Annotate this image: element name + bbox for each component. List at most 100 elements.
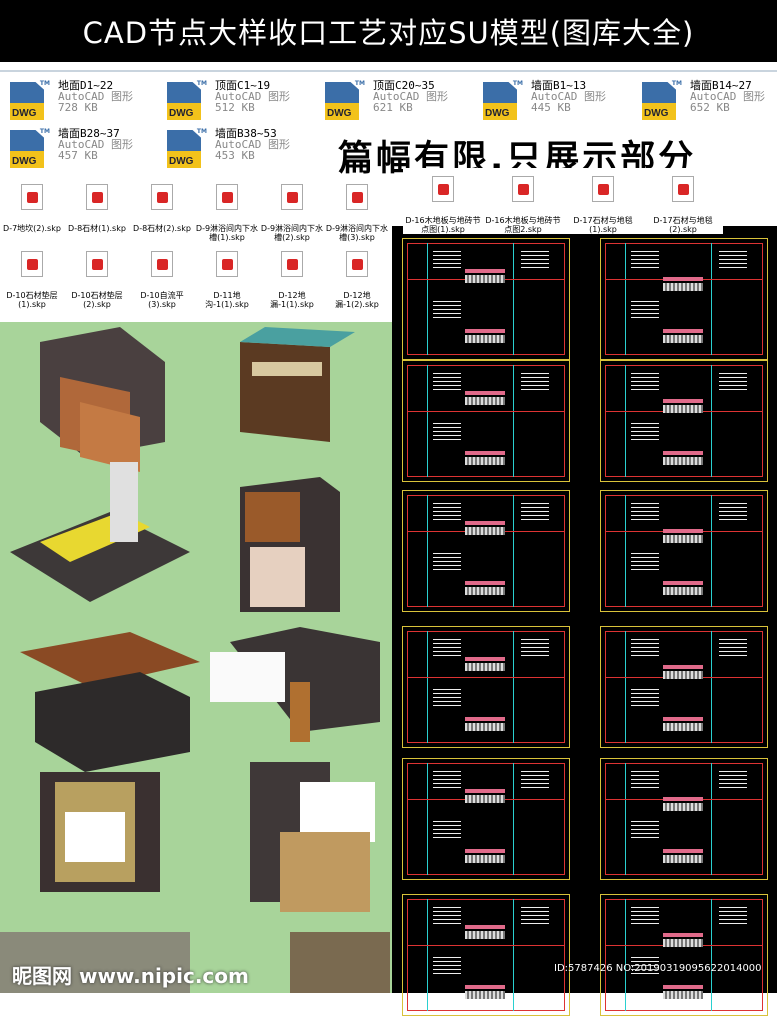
sketchup-file-icon xyxy=(592,176,614,202)
cad-drawing-sheet xyxy=(600,238,768,360)
skp-file-item[interactable]: D-12地漏-1(2).skp xyxy=(325,243,389,309)
sketchup-file-icon xyxy=(86,184,108,210)
file-name: D-9淋浴间内下水槽(2).skp xyxy=(260,224,324,242)
file-name: D-7地坎(2).skp xyxy=(3,224,61,233)
sketchup-file-icon xyxy=(151,251,173,277)
cad-drawing-sheet xyxy=(402,758,570,880)
model-wall-wood xyxy=(40,327,165,472)
cad-drawing-sheet xyxy=(600,626,768,748)
file-name: D-9淋浴间内下水槽(1).skp xyxy=(195,224,259,242)
cad-drawing-sheet xyxy=(600,894,768,1016)
divider xyxy=(0,70,777,72)
sketchup-file-icon xyxy=(672,176,694,202)
sketchup-file-icon xyxy=(281,184,303,210)
sketchup-file-icon xyxy=(512,176,534,202)
file-name: D-8石材(2).skp xyxy=(133,224,191,233)
cad-drawing-sheet xyxy=(402,360,570,482)
watermark-site: 昵图网 www.nipic.com xyxy=(12,964,249,988)
cad-drawing-sheet xyxy=(402,490,570,612)
model-wood-floor xyxy=(20,632,200,772)
skp-file-item[interactable]: D-10石材垫层(2).skp xyxy=(65,243,129,309)
cad-drawing-sheet xyxy=(600,758,768,880)
file-name: 墙面B38~53 xyxy=(215,127,277,140)
file-name: D-16木地板与地砖节点图2.skp xyxy=(485,216,561,234)
file-size: 621 KB xyxy=(373,101,413,114)
file-name: D-8石材(1).skp xyxy=(68,224,126,233)
file-name: D-9淋浴间内下水槽(3).skp xyxy=(325,224,389,242)
file-name: D-11地沟-1(1).skp xyxy=(205,291,249,309)
file-name: D-10石材垫层(2).skp xyxy=(71,291,123,309)
file-name: D-10石材垫层(1).skp xyxy=(6,291,58,309)
file-size: 652 KB xyxy=(690,101,730,114)
sketchup-file-icon xyxy=(432,176,454,202)
skp-file-item[interactable]: D-10石材垫层(1).skp xyxy=(0,243,64,309)
sketchup-file-icon xyxy=(151,184,173,210)
model-wall-panel xyxy=(240,477,340,612)
file-type: AutoCAD 图形 xyxy=(215,138,290,151)
sketchup-file-icon xyxy=(346,251,368,277)
skp-file-item[interactable]: D-9淋浴间内下水槽(1).skp xyxy=(195,176,259,242)
watermark-id: ID:5787426 NO:20190319095622014000 xyxy=(554,963,762,974)
skp-file-item[interactable]: D-9淋浴间内下水槽(3).skp xyxy=(325,176,389,242)
sketchup-file-icon xyxy=(21,184,43,210)
model-ceiling-section xyxy=(0,932,390,993)
cad-drawing-sheet xyxy=(402,894,570,1016)
cad-drawing-sheet xyxy=(402,626,570,748)
sketchup-file-icon xyxy=(86,251,108,277)
file-size: 445 KB xyxy=(531,101,571,114)
file-name: 地面D1~22 xyxy=(58,79,114,92)
model-wall-cladding xyxy=(40,772,160,892)
file-name: D-12地漏-1(2).skp xyxy=(335,291,379,309)
cad-drawings-panel xyxy=(392,226,777,1016)
skp-file-item[interactable]: D-8石材(1).skp xyxy=(65,176,129,242)
models-illustration xyxy=(0,327,390,993)
model-door-frame xyxy=(250,762,375,912)
sketchup-file-icon xyxy=(346,184,368,210)
file-type: AutoCAD 图形 xyxy=(58,90,133,103)
skp-file-item[interactable]: D-7地坎(2).skp xyxy=(0,176,64,242)
model-floor-partition xyxy=(10,462,190,602)
skp-file-item[interactable]: D-8石材(2).skp xyxy=(130,176,194,242)
file-type: AutoCAD 图形 xyxy=(690,90,765,103)
file-size: 457 KB xyxy=(58,149,98,162)
skp-file-item[interactable]: D-11地沟-1(1).skp xyxy=(195,243,259,309)
skp-file-item[interactable]: D-12地漏-1(1).skp xyxy=(260,243,324,309)
file-type: AutoCAD 图形 xyxy=(373,90,448,103)
file-type: AutoCAD 图形 xyxy=(215,90,290,103)
file-name: 墙面B14~27 xyxy=(690,79,752,92)
file-name: 顶面C20~35 xyxy=(373,79,435,92)
sketchup-file-icon xyxy=(21,251,43,277)
file-name: 墙面B28~37 xyxy=(58,127,120,140)
skp-file-item[interactable]: D-10自流平(3).skp xyxy=(130,243,194,309)
skp-file-item[interactable]: D-9淋浴间内下水槽(2).skp xyxy=(260,176,324,242)
file-type: AutoCAD 图形 xyxy=(58,138,133,151)
model-wall-corner xyxy=(210,627,380,742)
file-size: 512 KB xyxy=(215,101,255,114)
skp-file-item[interactable]: D-17石材与地毯(1).skp xyxy=(563,168,643,234)
sketchup-models-panel xyxy=(0,322,392,993)
skp-file-item[interactable]: D-16木地板与地砖节点图(1).skp xyxy=(403,168,483,234)
file-name: D-16木地板与地砖节点图(1).skp xyxy=(405,216,481,234)
sketchup-file-icon xyxy=(281,251,303,277)
model-wall-layers xyxy=(240,327,355,442)
file-name: D-12地漏-1(1).skp xyxy=(270,291,314,309)
cad-drawing-sheet xyxy=(600,360,768,482)
skp-file-item[interactable]: D-16木地板与地砖节点图2.skp xyxy=(483,168,563,234)
file-size: 728 KB xyxy=(58,101,98,114)
skp-file-item[interactable]: D-17石材与地毯(2).skp xyxy=(643,168,723,234)
file-name: D-17石材与地毯(2).skp xyxy=(653,216,713,234)
